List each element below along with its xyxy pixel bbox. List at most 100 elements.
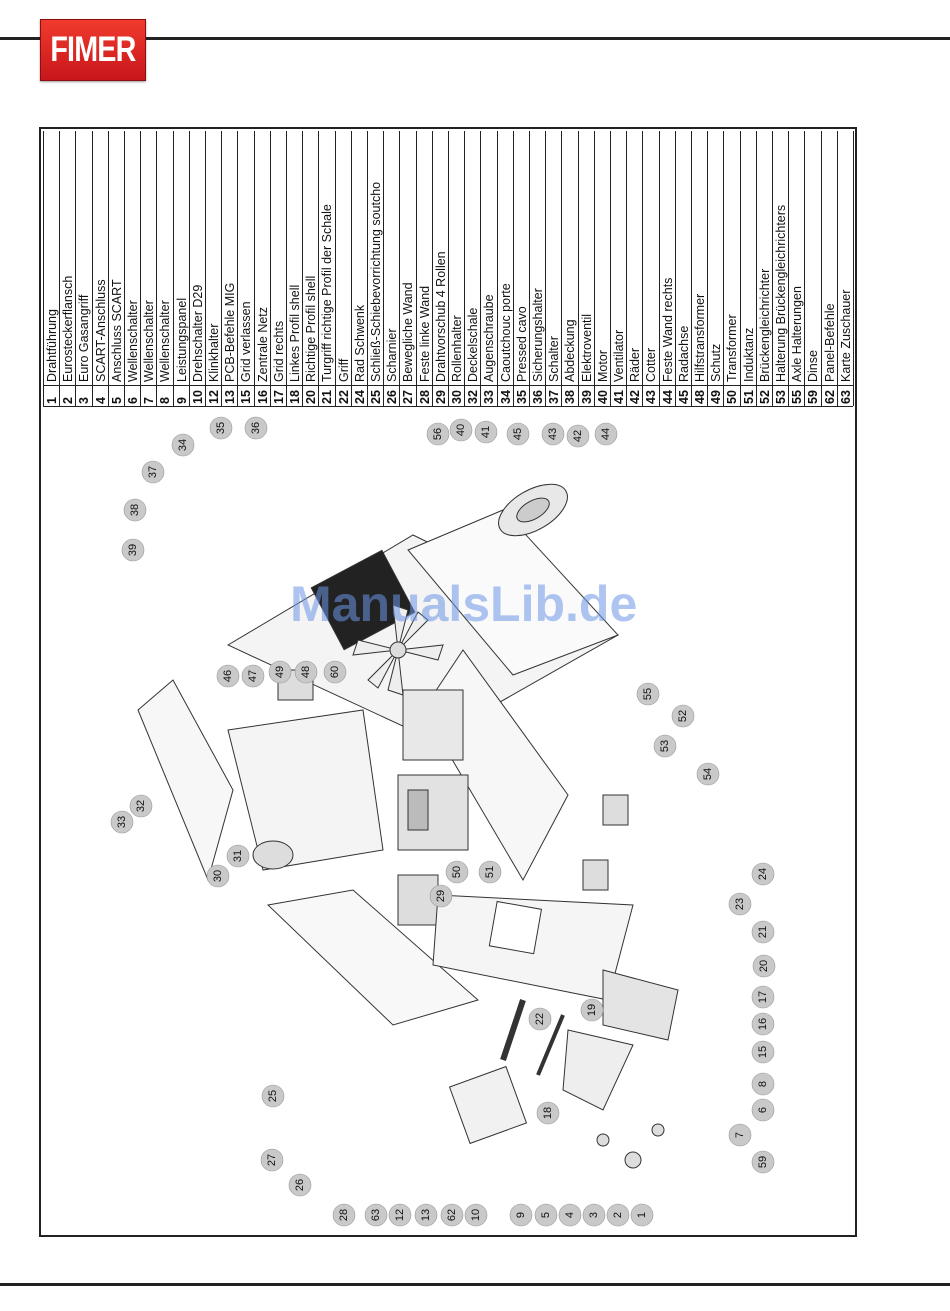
callout-circle: [751, 1072, 775, 1096]
part-name: Drahtvorschub 4 Rollen: [433, 251, 448, 382]
part-name: Schalter: [547, 336, 562, 382]
callout-circle: [323, 660, 347, 684]
part-name: Schutz: [709, 343, 724, 382]
callout-label: 10: [470, 1209, 482, 1221]
callout-circle: [123, 498, 147, 522]
part-name: Sicherungshalter: [531, 288, 545, 382]
part-name: Motor: [595, 350, 610, 382]
part-number: 18: [287, 385, 304, 406]
callout-label: 25: [267, 1090, 279, 1102]
callout-label: 49: [274, 666, 286, 678]
callout-circle: [426, 422, 450, 446]
callout-55: 55: [636, 682, 660, 706]
callout-label: 63: [370, 1209, 382, 1221]
callout-circle: [751, 1150, 775, 1174]
callout-label: 32: [135, 800, 147, 812]
part-name: Euro Gasangriff: [77, 294, 92, 382]
part-number: 8: [157, 385, 174, 406]
part-name: Linkes Profil shell: [288, 284, 302, 382]
table-border: [853, 131, 854, 406]
callout-13: 13: [414, 1203, 438, 1227]
callout-circle: [536, 1101, 560, 1125]
callout-label: 52: [677, 710, 689, 722]
callout-circle: [440, 1203, 464, 1227]
rectifier: [402, 689, 464, 761]
part-name: Drahtführung: [45, 309, 59, 382]
callout-26: 26: [288, 1173, 312, 1197]
part-name: Wellenschalter: [142, 300, 157, 382]
callout-53: 53: [653, 734, 677, 758]
callout-circle: [449, 418, 473, 442]
callout-17: 17: [751, 985, 775, 1009]
table-border: [43, 406, 853, 407]
part-number: 50: [724, 385, 741, 406]
fan-blades: [352, 604, 444, 696]
callout-40: 40: [449, 418, 473, 442]
part-name: Axle Halterungen: [790, 286, 805, 382]
callout-5: 5: [534, 1203, 558, 1227]
part-number: 15: [238, 385, 255, 406]
control-panel: [562, 1029, 634, 1111]
callout-46: 46: [216, 664, 240, 688]
callout-label: 33: [116, 816, 128, 828]
part-number: 33: [481, 385, 498, 406]
fimer-logo: FIMER: [40, 19, 146, 81]
callout-label: 43: [547, 428, 559, 440]
callout-8: 8: [751, 1072, 775, 1096]
callout-label: 13: [420, 1209, 432, 1221]
callout-2: 2: [606, 1203, 630, 1227]
callout-label: 29: [435, 890, 447, 902]
callout-circle: [216, 664, 240, 688]
header-rule: [0, 37, 950, 40]
callout-4: 4: [558, 1203, 582, 1227]
part-name: PCB-Befehle MIG: [223, 282, 238, 382]
caster-right: [602, 794, 629, 826]
callout-32: 32: [129, 794, 153, 818]
callout-circle: [751, 862, 775, 886]
part-name: Eurosteckerflansch: [61, 275, 76, 382]
callout-label: 8: [757, 1081, 769, 1087]
callout-45: 45: [506, 422, 530, 446]
parts-list-row: 40 Motor: [593, 131, 611, 406]
callout-label: 47: [247, 670, 259, 682]
part-name: Deckelschale: [466, 307, 481, 382]
part-name: Halterung Brückengleichrichters: [774, 204, 788, 382]
callout-label: 22: [534, 1013, 546, 1025]
callout-label: 38: [129, 504, 141, 516]
part-name: Feste Wand rechts: [660, 277, 675, 382]
part-name: Panel-Befehle: [822, 303, 837, 382]
callout-circle: [751, 1012, 775, 1036]
callout-label: 51: [484, 866, 496, 878]
part-name: Richtige Profil shell: [304, 275, 319, 382]
callout-label: 42: [572, 430, 584, 442]
part-name: Hilfstransformer: [693, 293, 707, 382]
callout-33: 33: [110, 810, 134, 834]
callout-label: 27: [266, 1154, 278, 1166]
parts-list-row: 18 Linkes Profil shell: [286, 131, 304, 406]
part-number: 40: [594, 385, 611, 406]
callout-label: 23: [734, 898, 746, 910]
callout-label: 56: [432, 428, 444, 440]
callout-label: 24: [757, 868, 769, 880]
callout-41: 41: [474, 420, 498, 444]
vent-grille: [310, 549, 416, 651]
part-number: 25: [368, 385, 385, 406]
callout-circle: [751, 1098, 775, 1122]
part-number: 45: [675, 385, 692, 406]
callout-30: 30: [206, 864, 230, 888]
part-number: 12: [206, 385, 223, 406]
callout-circle: [171, 433, 195, 457]
part-number: 49: [708, 385, 725, 406]
